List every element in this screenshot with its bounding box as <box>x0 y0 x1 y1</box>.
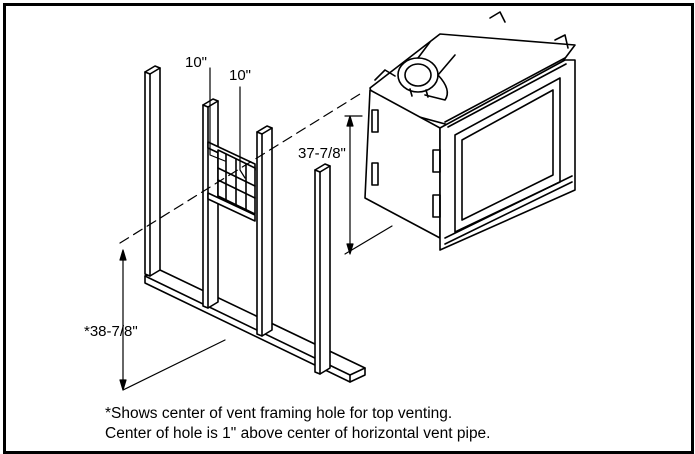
frame-width-label-1: 10" <box>185 54 207 71</box>
fireplace-height-dimension <box>344 115 393 255</box>
vent-center-height-label: *38-7/8" <box>84 323 138 340</box>
vent-center-dimension <box>119 249 226 391</box>
wall-framing <box>144 65 366 383</box>
frame-width-label-2: 10" <box>229 67 251 84</box>
footnote-line-1: *Shows center of vent framing hole for t… <box>105 405 453 422</box>
fireplace-unit <box>364 11 576 251</box>
frame-width-leaders <box>209 67 246 179</box>
figure-border <box>3 3 694 454</box>
fireplace-height-label: 37-7/8" <box>298 145 346 162</box>
footnote-line-2: Center of hole is 1" above center of hor… <box>105 425 491 442</box>
